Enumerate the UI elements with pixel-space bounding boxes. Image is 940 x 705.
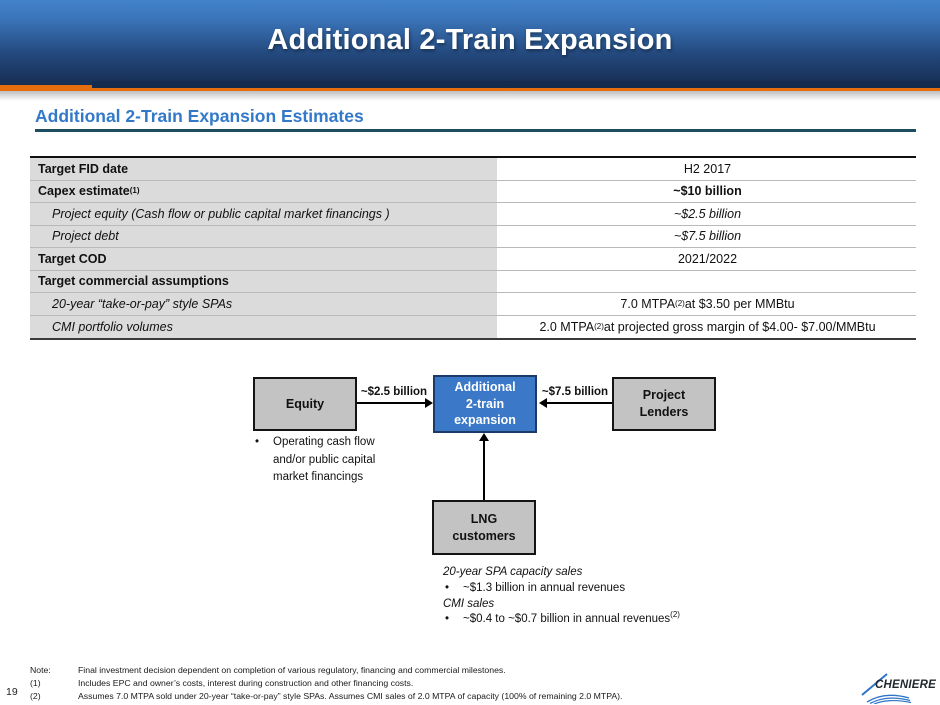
row-label: Target commercial assumptions [30, 270, 499, 292]
spa-sales-bullet: • ~$1.3 billion in annual revenues [443, 581, 853, 597]
footnote-row: (2) Assumes 7.0 MTPA sold under 20-year “… [30, 690, 622, 703]
section-underline [35, 129, 916, 132]
footnote-text: Final investment decision dependent on c… [78, 665, 506, 675]
expansion-box: Additional 2-train expansion [433, 375, 537, 433]
footnotes: Note: Final investment decision dependent… [30, 664, 622, 704]
lng-customers-box: LNG customers [432, 500, 536, 555]
section-heading: Additional 2-Train Expansion Estimates [35, 106, 364, 126]
bullet-marker: • [445, 581, 450, 594]
project-lenders-box: Project Lenders [612, 377, 716, 431]
cmi-sales-heading: CMI sales [443, 597, 495, 610]
table-row: Target COD 2021/2022 [30, 248, 916, 271]
header-shadow [0, 91, 940, 101]
row-value: ~$10 billion [673, 184, 742, 199]
row-label: Capex estimate(1) [30, 180, 499, 202]
row-value: H2 2017 [683, 161, 732, 176]
equity-note-text: Operating cash flow and/or public capita… [273, 436, 376, 483]
header-navy-rule [92, 81, 940, 88]
slide-title: Additional 2-Train Expansion [267, 24, 673, 56]
table-row: Project debt ~$7.5 billion [30, 225, 916, 248]
lenders-arrowhead-icon [539, 398, 547, 408]
cmi-sales-bullet: • ~$0.4 to ~$0.7 billion in annual reven… [443, 610, 853, 628]
row-value: ~$7.5 billion [673, 229, 742, 244]
table-row: Target commercial assumptions [30, 270, 916, 293]
footnote-label: (2) [30, 691, 41, 702]
page-number: 19 [6, 686, 18, 698]
row-label: Target FID date [30, 158, 499, 180]
footnote-row: (1) Includes EPC and owner’s costs, inter… [30, 677, 622, 690]
logo-text: CHENIERE [874, 679, 936, 691]
equity-arrowhead-icon [425, 398, 433, 408]
row-label: Target COD [30, 248, 499, 270]
bullet-marker: • [445, 613, 450, 626]
row-value: 2021/2022 [677, 251, 738, 266]
lng-arrow-line [483, 441, 485, 500]
spa-sales-bullet-text: ~$1.3 billion in annual revenues [463, 581, 626, 594]
footnote-text: Assumes 7.0 MTPA sold under 20-year “tak… [78, 691, 623, 702]
lng-notes: 20-year SPA capacity sales • ~$1.3 billi… [443, 565, 853, 628]
lenders-arrow-line [546, 402, 612, 404]
equity-box: Equity [253, 377, 357, 431]
footnote-label: (1) [30, 678, 41, 689]
footnote-label: Note: [30, 665, 51, 675]
slide-header: Additional 2-Train Expansion [0, 0, 940, 88]
footnote-row: Note: Final investment decision dependent… [30, 664, 622, 677]
row-value: 2.0 MTPA(2) at projected gross margin of… [539, 319, 876, 334]
table-row: Target FID date H2 2017 [30, 158, 916, 181]
bullet-marker: • [255, 436, 260, 448]
equity-note: • Operating cash flow and/or public capi… [255, 434, 433, 487]
table-row: 20-year “take-or-pay” style SPAs 7.0 MTPA… [30, 293, 916, 316]
row-label: Project debt [30, 225, 499, 247]
cmi-sales-bullet-text: ~$0.4 to ~$0.7 billion in annual revenue… [463, 610, 680, 626]
footnote-text: Includes EPC and owner’s costs, interest… [78, 678, 414, 689]
spa-sales-heading: 20-year SPA capacity sales [443, 566, 583, 578]
lng-arrowhead-icon [479, 433, 489, 441]
row-value [499, 271, 916, 293]
row-value: ~$2.5 billion [673, 206, 742, 221]
row-value: 7.0 MTPA(2) at $3.50 per MMBtu [620, 296, 795, 311]
table-row: Capex estimate(1) ~$10 billion [30, 180, 916, 203]
equity-arrow-label: ~$2.5 billion [360, 386, 428, 398]
row-label: Project equity (Cash flow or public capi… [30, 203, 499, 225]
cheniere-logo: CHENIERE [855, 671, 939, 704]
row-label: CMI portfolio volumes [30, 315, 499, 338]
logo-swoosh-icon [861, 673, 912, 704]
table-row: CMI portfolio volumes 2.0 MTPA(2) at proj… [30, 315, 916, 338]
header-orange-rule [0, 85, 940, 91]
equity-arrow-line [357, 402, 426, 404]
table-row: Project equity (Cash flow or public capi… [30, 203, 916, 226]
lenders-arrow-label: ~$7.5 billion [541, 386, 609, 398]
row-label: 20-year “take-or-pay” style SPAs [30, 293, 499, 315]
